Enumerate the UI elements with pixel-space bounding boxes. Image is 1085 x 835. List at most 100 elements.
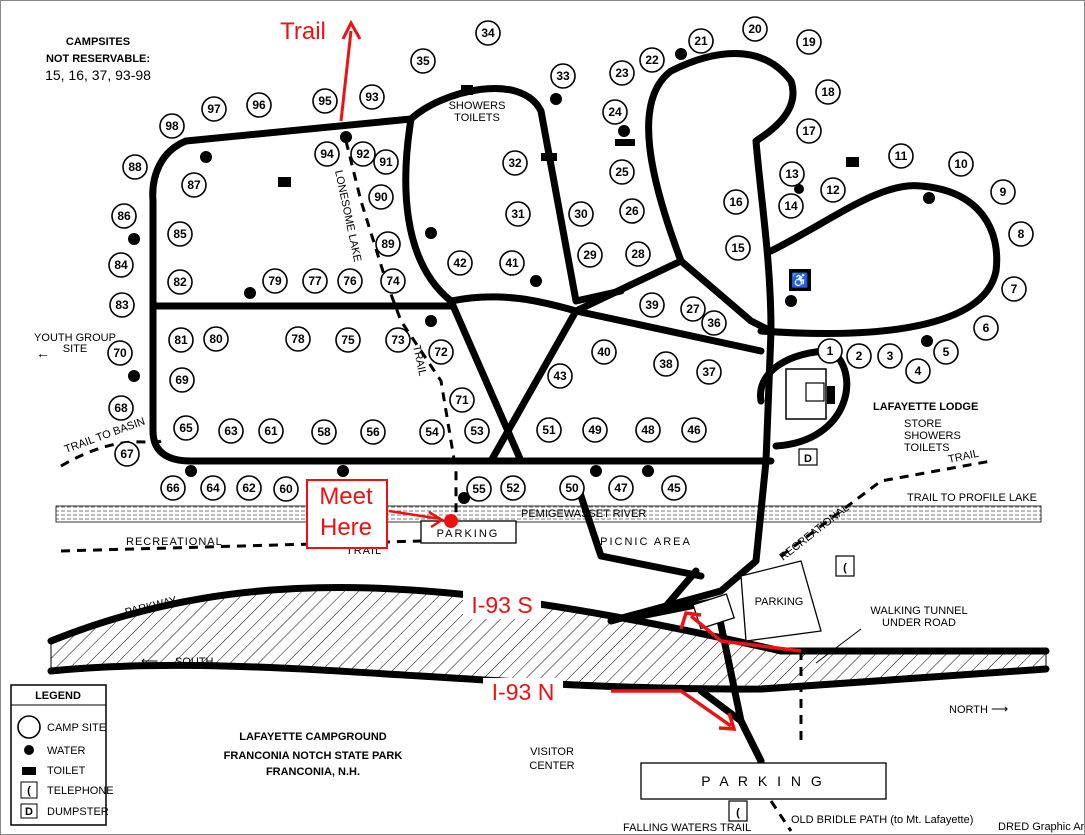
campsite-number: 15 xyxy=(731,241,745,255)
campsite-number: 37 xyxy=(702,365,716,379)
lodge-service: SHOWERS xyxy=(904,430,961,442)
campsite-marker: 38 xyxy=(653,351,679,377)
campsite-marker: 47 xyxy=(608,475,634,501)
walking-tunnel-label: UNDER ROAD xyxy=(882,617,956,629)
campsite-circle xyxy=(701,310,727,336)
notice-line: NOT RESERVABLE: xyxy=(46,53,150,65)
map-subtitle: FRANCONIA NOTCH STATE PARK xyxy=(224,750,403,762)
here-label: Here xyxy=(320,514,372,541)
campsite-circle xyxy=(302,268,328,294)
i93s-arrow xyxy=(679,611,802,653)
trail-arrow xyxy=(339,19,362,122)
campsite-marker: 66 xyxy=(160,475,186,501)
campsite-marker: 3 xyxy=(877,343,903,369)
campsite-number: 42 xyxy=(453,256,467,270)
red-annotations: Trail Meet Here I-93 S I-93 N xyxy=(280,18,802,731)
water-icon xyxy=(24,745,34,755)
dumpster-icon xyxy=(798,448,818,466)
campsite-number: 69 xyxy=(175,373,189,387)
campsite-marker: 31 xyxy=(505,201,531,227)
campsite-circle xyxy=(681,417,707,443)
campsite-marker: 20 xyxy=(742,16,768,42)
legend-item: TOILET xyxy=(47,765,86,777)
recreational-trail-label: RECREATIONAL xyxy=(126,536,223,548)
campsite-number: 41 xyxy=(505,256,519,270)
campsite-circle xyxy=(602,99,628,125)
campsite-circle xyxy=(167,221,193,247)
campsite-circle xyxy=(609,60,635,86)
campsite-number: 29 xyxy=(583,248,597,262)
campsite-marker: 79 xyxy=(262,268,288,294)
campsite-circle xyxy=(335,327,361,353)
campsite-circle xyxy=(547,363,573,389)
campsite-number: 76 xyxy=(343,274,357,288)
telephone-symbol: ( xyxy=(843,562,847,574)
campsite-marker: 80 xyxy=(203,326,229,352)
campsite-number: 9 xyxy=(1000,185,1007,199)
lodge-label: LAFAYETTE LODGE xyxy=(873,401,978,413)
campsite-number: 66 xyxy=(166,481,180,495)
legend-title: LEGEND xyxy=(35,690,81,702)
campground-roads xyxy=(149,50,1001,765)
campsite-circle xyxy=(428,339,454,365)
campsite-circle xyxy=(475,20,501,46)
campsite-number: 43 xyxy=(553,369,567,383)
campsite-marker: 72 xyxy=(428,339,454,365)
campsite-number: 22 xyxy=(645,53,659,67)
campsite-circle xyxy=(337,268,363,294)
notice-line: CAMPSITES xyxy=(66,36,130,48)
legend-item: TELEPHONE xyxy=(47,785,114,797)
campsite-circle xyxy=(200,475,226,501)
campsite-circle xyxy=(201,96,227,122)
campsite-marker: 78 xyxy=(285,326,311,352)
campsite-number: 24 xyxy=(608,105,622,119)
campsite-marker: 27 xyxy=(680,296,706,322)
campsite-circle xyxy=(990,179,1016,205)
campsite-circle xyxy=(464,418,490,444)
campsite-marker: 94 xyxy=(314,141,340,167)
i93-south-annotation: I-93 S xyxy=(471,592,532,618)
campsite-marker: 96 xyxy=(246,92,272,118)
campsite-number: 27 xyxy=(686,302,700,316)
campsite-circle xyxy=(410,48,436,74)
campsite-circle xyxy=(159,113,185,139)
campsite-marker: 98 xyxy=(159,113,185,139)
campsite-number: 45 xyxy=(667,481,681,495)
campsite-number: 46 xyxy=(687,423,701,437)
campsite-circle xyxy=(577,242,603,268)
campsite-number: 23 xyxy=(615,66,629,80)
i93-north-annotation: I-93 N xyxy=(492,679,555,705)
trail-label: TRAIL xyxy=(947,448,980,466)
campsite-circle xyxy=(742,16,768,42)
campsite-number: 40 xyxy=(597,345,611,359)
campsite-number: 49 xyxy=(588,423,602,437)
svg-text:♿: ♿ xyxy=(791,272,808,289)
campsite-number: 55 xyxy=(472,482,486,496)
campsite-circle xyxy=(582,417,608,443)
campsite-number: 90 xyxy=(374,190,388,204)
campsite-number: 61 xyxy=(264,424,278,438)
campsite-number: 19 xyxy=(802,35,816,49)
telephone-icon xyxy=(728,800,748,822)
campsite-number: 2 xyxy=(856,349,863,363)
campsite-marker: 1 xyxy=(817,338,843,364)
campsite-circle xyxy=(114,441,140,467)
campsite-marker: 64 xyxy=(200,475,226,501)
campsite-number: 94 xyxy=(320,147,334,161)
campsite-circle xyxy=(505,201,531,227)
campsite-number: 47 xyxy=(614,481,628,495)
campsite-marker: 90 xyxy=(368,184,394,210)
campsite-marker: 42 xyxy=(447,250,473,276)
campsite-number: 98 xyxy=(165,119,179,133)
campsite-marker: 28 xyxy=(625,241,651,267)
campsite-circle xyxy=(550,63,576,89)
campsite-marker: 54 xyxy=(419,419,445,445)
i93n-arrow xyxy=(611,689,737,731)
showers-label: SHOWERS xyxy=(449,100,506,112)
campsite-marker: 15 xyxy=(725,235,751,261)
campsite-marker: 68 xyxy=(108,395,134,421)
campsite-number: 26 xyxy=(625,204,639,218)
toilets-label: TOILETS xyxy=(454,112,500,124)
campsite-marker: 41 xyxy=(499,250,525,276)
campsite-number: 38 xyxy=(659,357,673,371)
